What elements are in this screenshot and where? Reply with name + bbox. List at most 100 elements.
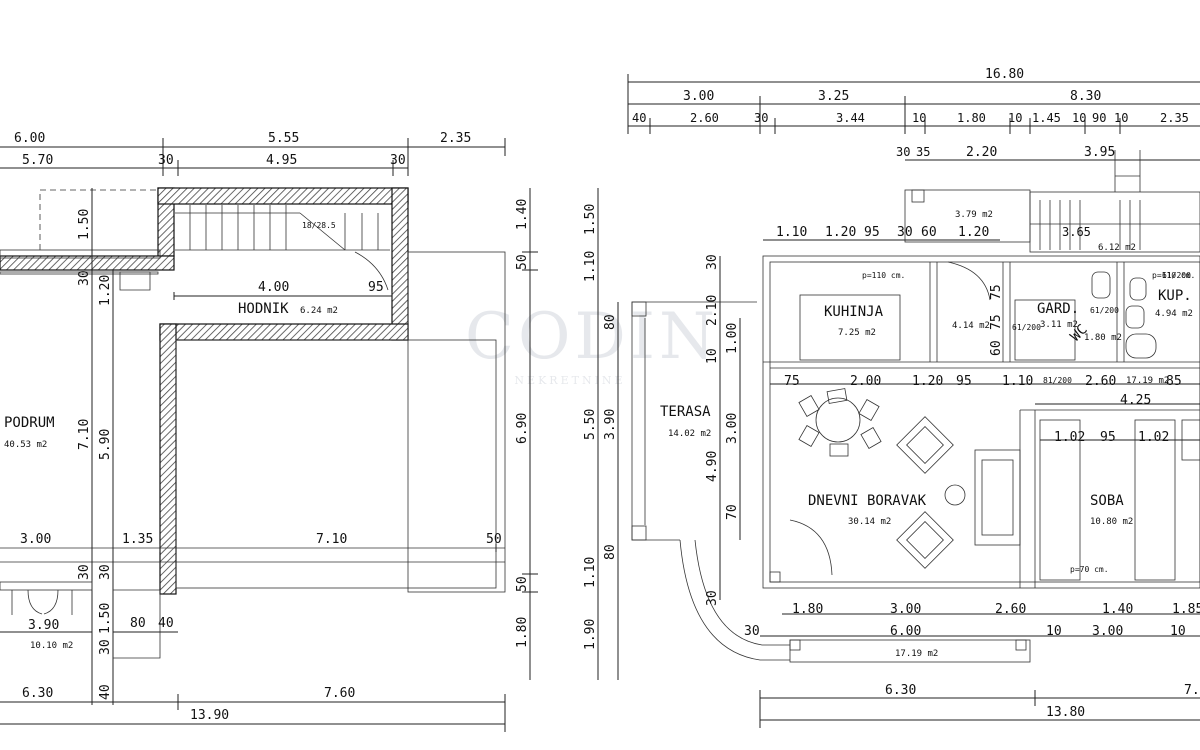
area-pantry: 4.14 m2 — [952, 321, 990, 331]
dim-b-13-80r: 13.80 — [1046, 705, 1085, 720]
dim-r4-35: 35 — [916, 145, 930, 159]
dim-4-00: 4.00 — [258, 280, 289, 295]
dim-v-7-10: 7.10 — [77, 419, 92, 450]
note-p110-b: p=110 cm. — [1152, 271, 1195, 280]
dim-l-30b: 30 — [705, 590, 720, 606]
dim-l-4-90: 4.90 — [705, 451, 720, 482]
dim-r-6-90: 6.90 — [515, 413, 530, 444]
lounge-furniture — [896, 416, 1021, 569]
dim-1-35: 1.35 — [122, 532, 153, 547]
dim-r3-10d: 10 — [1114, 111, 1128, 125]
dim-r3-10b: 10 — [1008, 111, 1022, 125]
area-gard: 3.11 m2 — [1040, 320, 1078, 330]
area-kup: 4.94 m2 — [1155, 309, 1193, 319]
dim-bi-30: 30 — [744, 624, 760, 639]
dim-b-7-60: 7.60 — [324, 686, 355, 701]
dim-b-6-30: 6.30 — [22, 686, 53, 701]
dim-top-30a: 30 — [158, 153, 174, 168]
dim-l-1-10: 1.10 — [583, 251, 598, 282]
dim-l-80b: 80 — [603, 544, 618, 560]
dim-r3-3-44: 3.44 — [836, 111, 865, 125]
dim-v-5-90: 5.90 — [98, 429, 113, 460]
dim-80: 80 — [130, 616, 146, 631]
dim-l-30a: 30 — [705, 254, 720, 270]
note-61-200-c: 61/200 — [1162, 271, 1191, 280]
basement-plan: 6.00 5.55 2.35 5.70 30 4.95 30 — [0, 131, 538, 732]
dim-v-1-20: 1.20 — [98, 275, 113, 306]
room-hodnik: HODNIK — [238, 301, 289, 317]
dim-r4-3-95: 3.95 — [1084, 145, 1115, 160]
dim-top-5-70: 5.70 — [22, 153, 53, 168]
dim-8-30-top: 8.30 — [1070, 89, 1101, 104]
dim-r5-1-10: 1.10 — [776, 225, 807, 240]
area-hodnik: 6.24 m2 — [300, 306, 338, 316]
area-porch: 17.19 m2 — [895, 649, 938, 659]
dim-r3-40: 40 — [632, 111, 646, 125]
dim-l-1-10b: 1.10 — [583, 557, 598, 588]
room-terasa: TERASA — [660, 404, 711, 420]
dim-r-50b: 50 — [515, 576, 530, 592]
dim-top-4-95: 4.95 — [266, 153, 297, 168]
dim-bi-2-60: 2.60 — [995, 602, 1026, 617]
dim-m-75b: 75 — [989, 314, 1004, 330]
area-small-room: 10.10 m2 — [30, 641, 73, 651]
dim-3-00: 3.00 — [20, 532, 51, 547]
note-61-200-a: 61/200 — [1012, 323, 1041, 332]
ground-floor-plan: 16.80 3.00 3.25 8.30 40 2.60 30 3.44 10 … — [583, 67, 1200, 728]
dim-top-30b: 30 — [390, 153, 406, 168]
area-dnevni-boravak: 30.14 m2 — [848, 517, 891, 527]
dim-bi-3-00: 3.00 — [890, 602, 921, 617]
area-terasa: 14.02 m2 — [668, 429, 711, 439]
dim-l-5-50: 5.50 — [583, 409, 598, 440]
area-kuhinja: 7.25 m2 — [838, 328, 876, 338]
dim-v-30b: 30 — [77, 564, 92, 580]
room-kuhinja: KUHINJA — [824, 304, 884, 320]
dim-m-2-00: 2.00 — [850, 374, 881, 389]
dim-bi-1-85: 1.85 — [1172, 602, 1200, 617]
dim-r4-2-20: 2.20 — [966, 145, 997, 160]
dim-m-85: 85 — [1166, 374, 1182, 389]
dim-l-3-90: 3.90 — [603, 409, 618, 440]
dim-l-2-10: 2.10 — [705, 295, 720, 326]
dim-m-2-60: 2.60 — [1085, 374, 1116, 389]
dim-l-3-00: 3.00 — [725, 413, 740, 444]
dim-r3-10a: 10 — [912, 111, 926, 125]
dim-l-1-90: 1.90 — [583, 619, 598, 650]
dim-v-30c: 30 — [98, 564, 113, 580]
dim-top-6-00: 6.00 — [14, 131, 45, 146]
dim-7-10: 7.10 — [316, 532, 347, 547]
note-81-200: 81/200 — [1043, 376, 1072, 385]
dim-r3-30: 30 — [754, 111, 768, 125]
dim-stair-3-65: 3.65 — [1062, 225, 1091, 239]
dim-r3-90: 90 — [1092, 111, 1106, 125]
dim-v-1-50: 1.50 — [77, 209, 92, 240]
stair-label: 18/28.5 — [302, 221, 336, 230]
dim-r5-1-20b: 1.20 — [958, 225, 989, 240]
note-p110-a: p=110 cm. — [862, 271, 905, 280]
stairs-upper — [1030, 150, 1200, 250]
area-soba: 10.80 m2 — [1090, 517, 1133, 527]
dim-l-10: 10 — [705, 348, 720, 364]
dim-m-4-25: 4.25 — [1120, 393, 1151, 408]
dim-bi-10a: 10 — [1046, 624, 1062, 639]
dim-r3-2-35: 2.35 — [1160, 111, 1189, 125]
note-p70: p=70 cm. — [1070, 565, 1109, 574]
dim-m-75: 75 — [784, 374, 800, 389]
dim-bi-10b: 10 — [1170, 624, 1186, 639]
dim-top-2-35: 2.35 — [440, 131, 471, 146]
dim-m-95: 95 — [956, 374, 972, 389]
dim-l-1-50: 1.50 — [583, 204, 598, 235]
dim-16-80: 16.80 — [985, 67, 1024, 82]
room-kup: KUP. — [1158, 288, 1192, 304]
dim-m-1-20: 1.20 — [912, 374, 943, 389]
dim-m-60: 60 — [989, 340, 1004, 356]
room-dnevni-boravak: DNEVNI BORAVAK — [808, 493, 927, 509]
dim-l-70: 70 — [725, 504, 740, 520]
dim-v-30a: 30 — [77, 270, 92, 286]
dim-l-1-00: 1.00 — [725, 323, 740, 354]
dim-r3-2-60: 2.60 — [690, 111, 719, 125]
room-gard: GARD. — [1037, 301, 1079, 317]
area-podrum: 40.53 m2 — [4, 440, 47, 450]
dim-bi-3-00b: 3.00 — [1092, 624, 1123, 639]
